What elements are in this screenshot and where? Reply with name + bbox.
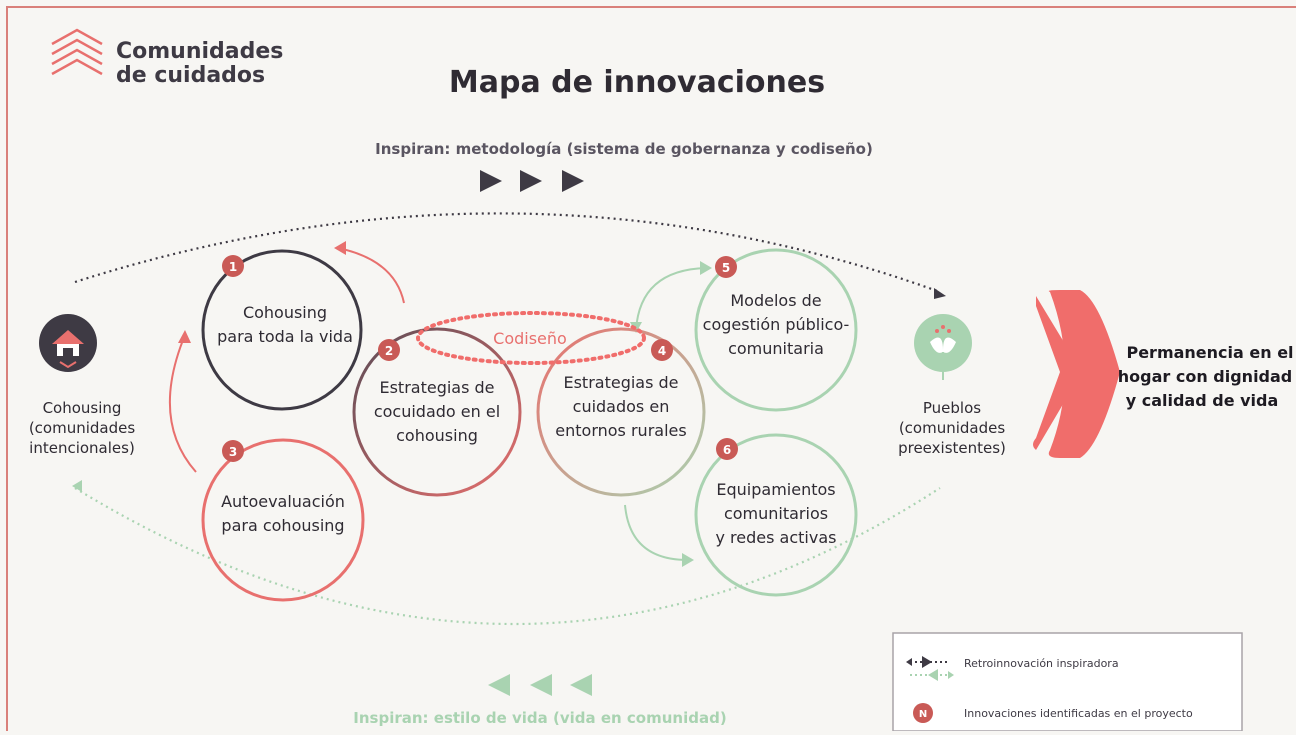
top-arc-arrows [480, 170, 946, 299]
legend-item1: Retroinnovación inspiradora [964, 657, 1119, 670]
innovation-circle-4: 4 Estrategias de cuidados en entornos ru… [536, 327, 706, 497]
legend: Retroinnovación inspiradora N Innovacion… [892, 632, 1243, 732]
innovation-circle-3: 3 Autoevaluación para cohousing [201, 438, 365, 602]
legend-item2: Innovaciones identificadas en el proyect… [964, 707, 1193, 720]
cohousing-line1: Cohousing [43, 399, 122, 417]
circle-1-line1: Cohousing [243, 303, 327, 322]
pueblos-line2: (comunidades [899, 419, 1006, 437]
outcome-line2: hogar con dignidad [1118, 367, 1293, 386]
page-title: Mapa de innovaciones [449, 65, 825, 100]
innovation-circle-6: 6 Equipamientos comunitarios y redes act… [694, 433, 858, 597]
codiseno-marker: Codiseño [416, 311, 646, 365]
circle-3-line2: para cohousing [221, 516, 344, 535]
cohousing-group: Cohousing (comunidades intencionales) [29, 314, 136, 457]
circle-3-number: 3 [229, 445, 237, 459]
outcome-line3: y calidad de vida [1126, 391, 1279, 410]
circle-3-line1: Autoevaluación [221, 492, 345, 511]
bottom-arc [74, 487, 941, 626]
codiseno-label: Codiseño [493, 329, 567, 348]
circle-2-line1: Estrategias de [379, 378, 494, 397]
circle-6-line3: y redes activas [716, 528, 837, 547]
circle-6-line1: Equipamientos [716, 480, 835, 499]
cohousing-line2: (comunidades [29, 419, 136, 437]
circle-1-line2: para toda la vida [217, 327, 353, 346]
bottom-arc-label: Inspiran: estilo de vida (vida en comuni… [353, 709, 726, 727]
innovation-circle-5: 5 Modelos de cogestión público- comunita… [694, 248, 858, 412]
bottom-arc-arrows [72, 480, 592, 696]
top-arc-label: Inspiran: metodología (sistema de gobern… [375, 140, 873, 158]
legend-badge: N [919, 709, 927, 720]
legend-badge-icon [913, 703, 933, 723]
circle-2-line3: cohousing [396, 426, 478, 445]
circle-1-number: 1 [229, 260, 237, 274]
connector-arrows [168, 241, 712, 567]
outcome-chevron [1048, 290, 1120, 458]
circle-4-line3: entornos rurales [555, 421, 686, 440]
pueblos-line3: preexistentes) [898, 439, 1006, 457]
legend-arrow-icon [906, 656, 954, 681]
top-arc [74, 212, 941, 294]
sprout-icon [914, 314, 972, 372]
innovation-circle-2: 2 Estrategias de cocuidado en el cohousi… [352, 327, 522, 497]
outcome-line1: Permanencia en el [1126, 343, 1293, 362]
circle-2-number: 2 [385, 344, 393, 358]
pueblos-group: Pueblos (comunidades preexistentes) [898, 314, 1006, 457]
chevron-stack-icon [51, 28, 103, 76]
brand-logo: Comunidades de cuidados [51, 28, 283, 88]
circle-4-number: 4 [658, 344, 666, 358]
innovation-circle-1: 1 Cohousing para toda la vida [201, 249, 363, 411]
circle-6-number: 6 [723, 443, 731, 457]
circle-5-line2: cogestión público- [703, 315, 850, 334]
pueblos-line1: Pueblos [923, 399, 981, 417]
circle-2-line2: cocuidado en el [374, 402, 500, 421]
circle-6-line2: comunitarios [724, 504, 828, 523]
circle-5-line3: comunitaria [728, 339, 824, 358]
brand-line1: Comunidades [116, 39, 283, 64]
brand-line2: de cuidados [116, 63, 265, 88]
circle-4-line1: Estrategias de [563, 373, 678, 392]
circle-5-number: 5 [722, 261, 730, 275]
circle-4-line2: cuidados en [573, 397, 670, 416]
outcome-text: Permanencia en el hogar con dignidad y c… [1118, 343, 1294, 410]
cohousing-line3: intencionales) [29, 439, 135, 457]
circle-5-line1: Modelos de [730, 291, 821, 310]
